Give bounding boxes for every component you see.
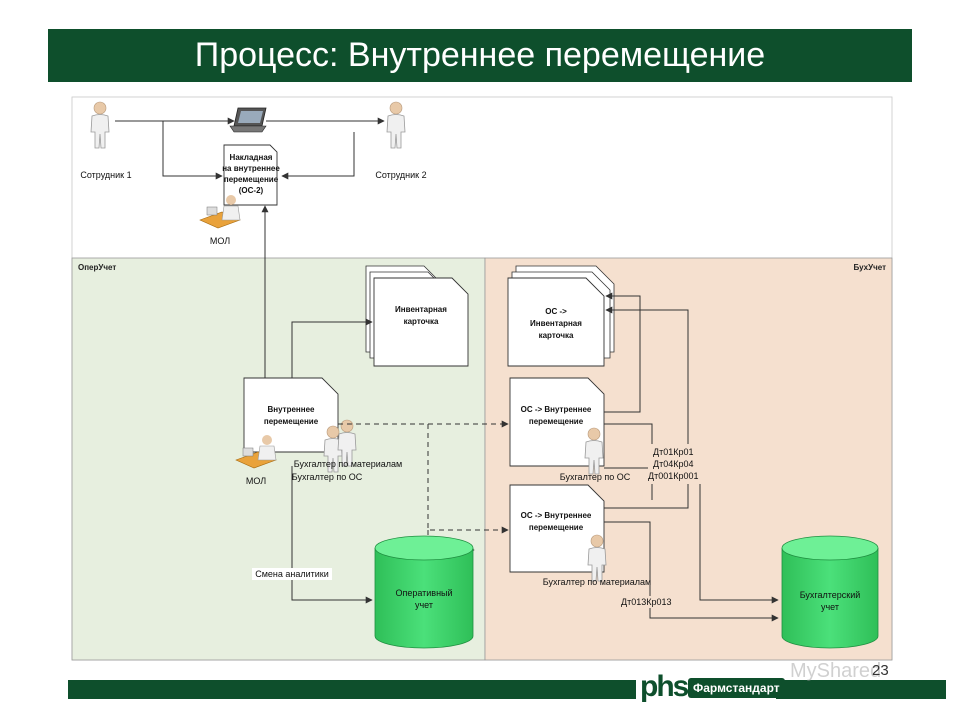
invoice-doc-line4: (ОС-2) [239, 186, 264, 195]
mol-top-label: МОЛ [210, 236, 230, 246]
db-accounting: Бухгалтерский учет [781, 535, 879, 649]
slide-number: 23 [872, 662, 889, 679]
lane-operational-label: ОперУчет [78, 263, 116, 272]
logo-mark: phs [640, 670, 689, 703]
accountant-os-right-label: Бухгалтер по ОС [560, 472, 631, 482]
inventory-card-line2: карточка [404, 317, 439, 326]
analytics-change-label: Смена аналитики [255, 569, 329, 579]
accountant-materials-right-label: Бухгалтер по материалам [543, 577, 651, 587]
watermark: MyShared [790, 660, 882, 682]
db-accounting-line1: Бухгалтерский [800, 590, 861, 600]
invoice-doc-line1: Накладная [230, 153, 273, 162]
mol-left-label: МОЛ [246, 476, 266, 486]
accountant-materials-left-label: Бухгалтер по материалам [294, 459, 402, 469]
os-transfer-doc-1: ОС -> Внутреннее перемещение [509, 377, 605, 467]
invoice-doc-line3: перемещение [224, 175, 279, 184]
posting-001-label: Дт001Кр001 [648, 471, 699, 481]
inventory-card-line1: Инвентарная [395, 305, 447, 314]
db-operational-line2: учет [415, 600, 433, 610]
os-inventory-card-line2: Инвентарная [530, 319, 582, 328]
title-bar: Процесс: Внутреннее перемещение [48, 29, 912, 82]
posting-01-label: Дт01Кр01 [653, 447, 694, 457]
lane-accounting-label: БухУчет [853, 263, 886, 272]
posting-013-label: Дт013Кр013 [621, 597, 672, 607]
slide-title: Процесс: Внутреннее перемещение [194, 36, 766, 74]
os-inventory-card-doc: ОС -> Инвентарная карточка [507, 265, 615, 367]
db-accounting-line2: учет [821, 602, 839, 612]
os-transfer1-line1: ОС -> Внутреннее [521, 405, 592, 414]
posting-04-label: Дт04Кр04 [653, 459, 694, 469]
accountant-os-left-label: Бухгалтер по ОС [292, 472, 363, 482]
os-transfer2-line1: ОС -> Внутреннее [521, 511, 592, 520]
logo-text: Фармстандарт [688, 678, 785, 698]
employee2-label: Сотрудник 2 [375, 170, 426, 180]
os-inventory-card-line1: ОС -> [545, 307, 567, 316]
os-transfer-doc-2: ОС -> Внутреннее перемещение [509, 484, 605, 573]
os-inventory-card-line3: карточка [539, 331, 574, 340]
inventory-card-doc: Инвентарная карточка [365, 265, 469, 367]
db-operational-line1: Оперативный [395, 588, 452, 598]
invoice-doc-line2: на внутреннее [222, 164, 280, 173]
os-transfer2-line2: перемещение [529, 523, 584, 532]
os-transfer1-line2: перемещение [529, 417, 584, 426]
company-logo: phs Фармстандарт [636, 668, 785, 708]
invoice-document: Накладная на внутреннее перемещение (ОС-… [222, 144, 280, 206]
mol-left-icon [235, 435, 277, 469]
transfer-doc-left-line2: перемещение [264, 417, 319, 426]
laptop-icon [229, 107, 267, 133]
db-operational: Оперативный учет [374, 535, 474, 649]
transfer-doc-left-line1: Внутреннее [268, 405, 316, 414]
transfer-doc-left: Внутреннее перемещение [243, 377, 339, 453]
employee1-label: Сотрудник 1 [80, 170, 131, 180]
mol-top-icon [199, 195, 241, 229]
